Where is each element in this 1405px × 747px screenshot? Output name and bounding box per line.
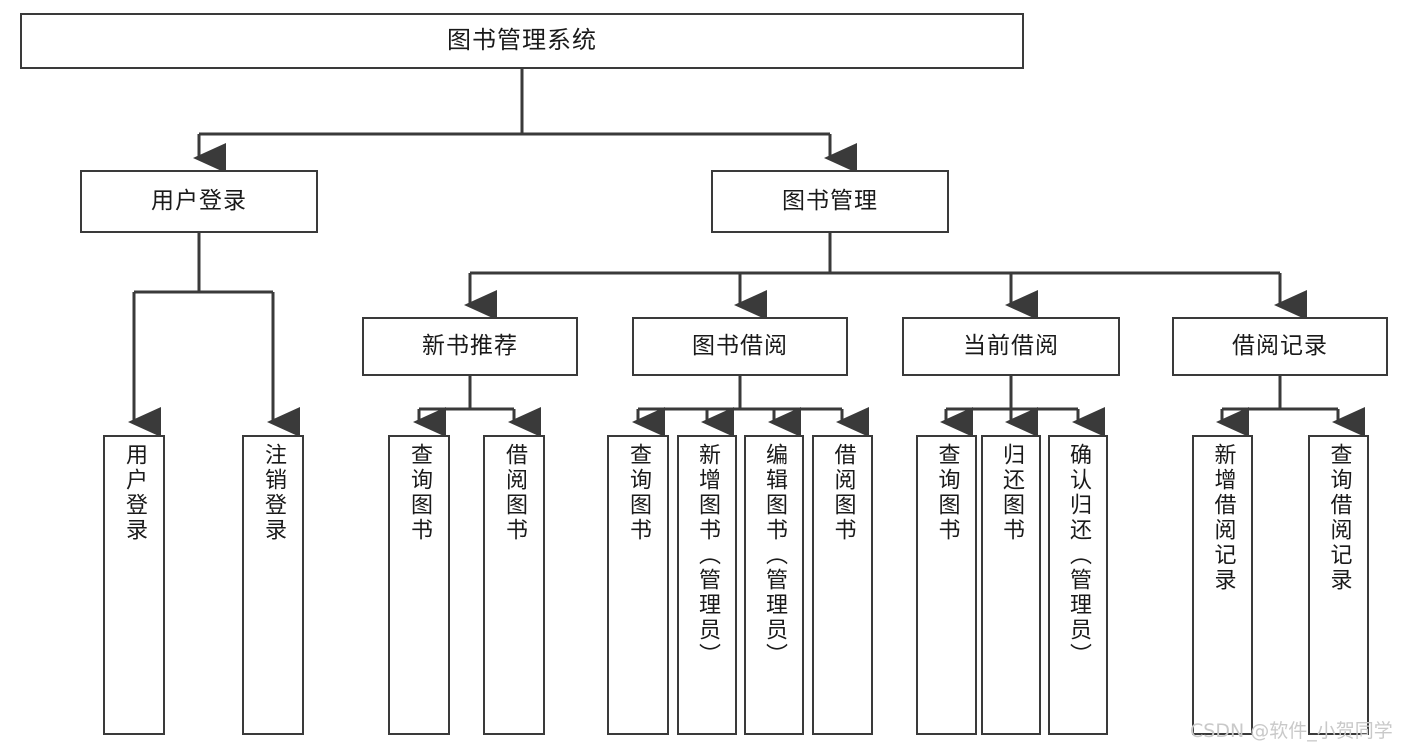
node-label: 查询图书: [934, 443, 960, 543]
watermark: CSDN @软件_小贺同学: [1190, 720, 1393, 742]
leaf-borrow-book-recommend[interactable]: 借阅图书: [483, 435, 545, 735]
leaf-borrow-book[interactable]: 借阅图书: [812, 435, 873, 735]
node-book-borrow[interactable]: 图书借阅: [632, 317, 848, 376]
node-label: 新增借阅记录: [1210, 443, 1236, 593]
leaf-add-book-admin[interactable]: 新增图书（管理员）: [677, 435, 737, 735]
node-borrow-record[interactable]: 借阅记录: [1172, 317, 1388, 376]
node-label: 归还图书: [999, 443, 1024, 543]
node-label: 查询图书: [626, 443, 651, 543]
node-label: 图书管理系统: [447, 26, 597, 55]
leaf-user-login[interactable]: 用户登录: [103, 435, 165, 735]
leaf-confirm-return-admin[interactable]: 确认归还（管理员）: [1048, 435, 1108, 735]
node-label: 查询图书: [407, 443, 432, 543]
leaf-query-borrow-record[interactable]: 查询借阅记录: [1308, 435, 1369, 735]
node-label: 编辑图书（管理员）: [762, 443, 787, 668]
node-current-borrow[interactable]: 当前借阅: [902, 317, 1120, 376]
node-label: 用户登录: [151, 188, 247, 215]
node-label: 借阅图书: [502, 443, 527, 543]
node-new-book-recommend[interactable]: 新书推荐: [362, 317, 578, 376]
leaf-return-book[interactable]: 归还图书: [981, 435, 1041, 735]
leaf-query-book-current[interactable]: 查询图书: [916, 435, 977, 735]
node-label: 新增图书（管理员）: [695, 443, 720, 668]
leaf-edit-book-admin[interactable]: 编辑图书（管理员）: [744, 435, 804, 735]
leaf-logout[interactable]: 注销登录: [242, 435, 304, 735]
node-label: 用户登录: [122, 443, 147, 543]
leaf-query-book-recommend[interactable]: 查询图书: [388, 435, 450, 735]
node-root-system[interactable]: 图书管理系统: [20, 13, 1024, 69]
node-label: 借阅记录: [1232, 333, 1328, 360]
node-label: 图书管理: [782, 188, 878, 215]
node-label: 确认归还（管理员）: [1066, 443, 1091, 668]
leaf-add-borrow-record[interactable]: 新增借阅记录: [1192, 435, 1253, 735]
node-user-login[interactable]: 用户登录: [80, 170, 318, 233]
node-label: 注销登录: [261, 443, 286, 543]
node-label: 图书借阅: [692, 333, 788, 360]
node-label: 新书推荐: [422, 333, 518, 360]
node-label: 查询借阅记录: [1326, 443, 1352, 593]
leaf-query-book-borrow[interactable]: 查询图书: [607, 435, 669, 735]
node-label: 当前借阅: [963, 333, 1059, 360]
node-label: 借阅图书: [830, 443, 856, 543]
node-book-management[interactable]: 图书管理: [711, 170, 949, 233]
